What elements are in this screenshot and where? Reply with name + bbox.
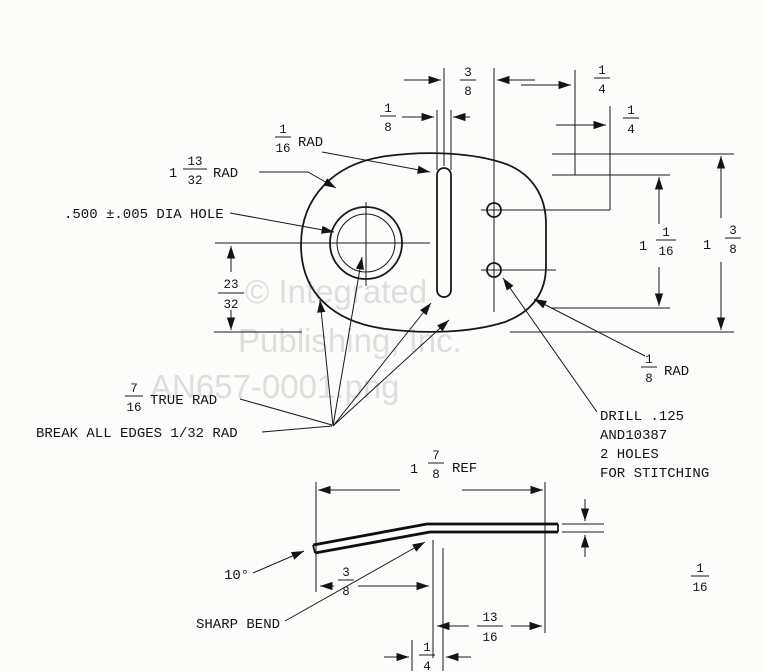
fraction-denominator: 8 (729, 243, 737, 257)
callout-rad-corner: 1 8 RAD (533, 298, 689, 386)
callout-rad-slot: 1 16 RAD (275, 123, 431, 174)
watermark: © Integrated Publishing, Inc. AN657-0001… (150, 273, 462, 405)
fraction-denominator: 32 (187, 174, 202, 188)
fraction-numerator: 1 (627, 104, 635, 118)
callout-dia-hole: .500 ±.005 DIA HOLE (64, 207, 335, 234)
whole-number: 1 (703, 239, 711, 254)
fraction-numerator: 1 (423, 641, 431, 655)
fraction-numerator: 1 (384, 102, 392, 116)
callout-bend-angle: 10° (224, 550, 305, 584)
centerlines (215, 68, 610, 312)
fraction-denominator: 32 (223, 298, 238, 312)
callout-label: 10° (224, 568, 249, 584)
fraction-numerator: 7 (130, 382, 138, 396)
fraction-denominator: 4 (423, 660, 431, 672)
drill-line-4: FOR STITCHING (600, 466, 709, 482)
fraction-numerator: 13 (482, 611, 497, 625)
fraction-denominator: 4 (598, 83, 606, 97)
fraction-numerator: 1 (279, 123, 287, 137)
drill-line-3: 2 HOLES (600, 447, 659, 463)
whole-number: 1 (410, 463, 418, 478)
dim-offset-b: 1 4 (556, 104, 639, 210)
dim-slot-width: 1 8 (380, 102, 470, 170)
fraction-numerator: 1 (645, 353, 653, 367)
fraction-denominator: 8 (645, 372, 653, 386)
dim-label: REF (452, 461, 477, 477)
fraction-denominator: 16 (692, 581, 707, 595)
fraction-numerator: 13 (187, 155, 202, 169)
dim-bend-offset: 3 8 (320, 566, 429, 599)
side-view (312, 522, 559, 555)
dim-slot-to-holes: 3 8 (404, 66, 535, 99)
callout-sharp-bend: SHARP BEND (196, 541, 426, 633)
watermark-line-3: AN657-0001.png (150, 368, 400, 405)
fraction-numerator: 3 (729, 224, 737, 238)
drill-line-2: AND10387 (600, 428, 667, 444)
fraction-numerator: 3 (464, 66, 472, 80)
fraction-denominator: 8 (384, 121, 392, 135)
dim-bend-to-end: 13 16 (432, 540, 542, 658)
fraction-denominator: 8 (432, 468, 440, 482)
callout-drill: DRILL .125 AND10387 2 HOLES FOR STITCHIN… (502, 277, 709, 482)
fraction-numerator: 1 (662, 226, 670, 240)
dim-end-offset: 1 4 (384, 548, 471, 672)
fraction-denominator: 16 (275, 142, 290, 156)
callout-label: RAD (298, 135, 323, 151)
dim-height-overall: 1 3 8 (510, 153, 741, 333)
fraction-denominator: 16 (658, 245, 673, 259)
fraction-numerator: 7 (432, 449, 440, 463)
fraction-denominator: 8 (464, 85, 472, 99)
callout-rad-left: 1 13 32 RAD (169, 155, 337, 189)
fraction-numerator: 3 (342, 566, 350, 580)
dim-hole-to-bottom: 23 32 (214, 245, 302, 333)
fraction-numerator: 23 (223, 278, 238, 292)
callout-label: SHARP BEND (196, 617, 280, 633)
whole-number: 1 (639, 240, 647, 255)
fraction-numerator: 1 (598, 64, 606, 78)
callout-label: TRUE RAD (150, 393, 217, 409)
slot (436, 167, 452, 298)
callout-break-edges: BREAK ALL EDGES 1/32 RAD (36, 256, 450, 442)
dim-thickness: 1 16 (562, 499, 709, 595)
watermark-line-1: © Integrated (245, 273, 427, 310)
callout-label: .500 ±.005 DIA HOLE (64, 207, 224, 223)
dim-overall-length: 1 7 8 REF (315, 449, 546, 633)
top-view (215, 68, 610, 333)
fraction-denominator: 16 (482, 631, 497, 645)
callout-label: BREAK ALL EDGES 1/32 RAD (36, 426, 238, 442)
whole-number: 1 (169, 167, 177, 182)
dim-offset-a: 1 4 (521, 64, 610, 175)
fraction-denominator: 8 (342, 585, 350, 599)
callout-label: RAD (664, 364, 689, 380)
drill-line-1: DRILL .125 (600, 409, 684, 425)
part-outline (300, 152, 547, 333)
callout-label: RAD (213, 166, 238, 182)
fraction-denominator: 4 (627, 123, 635, 137)
dim-height-inner: 1 1 16 (552, 174, 676, 309)
callout-true-rad: 7 16 TRUE RAD (125, 382, 333, 426)
fraction-denominator: 16 (126, 401, 141, 415)
fraction-numerator: 1 (696, 562, 704, 576)
